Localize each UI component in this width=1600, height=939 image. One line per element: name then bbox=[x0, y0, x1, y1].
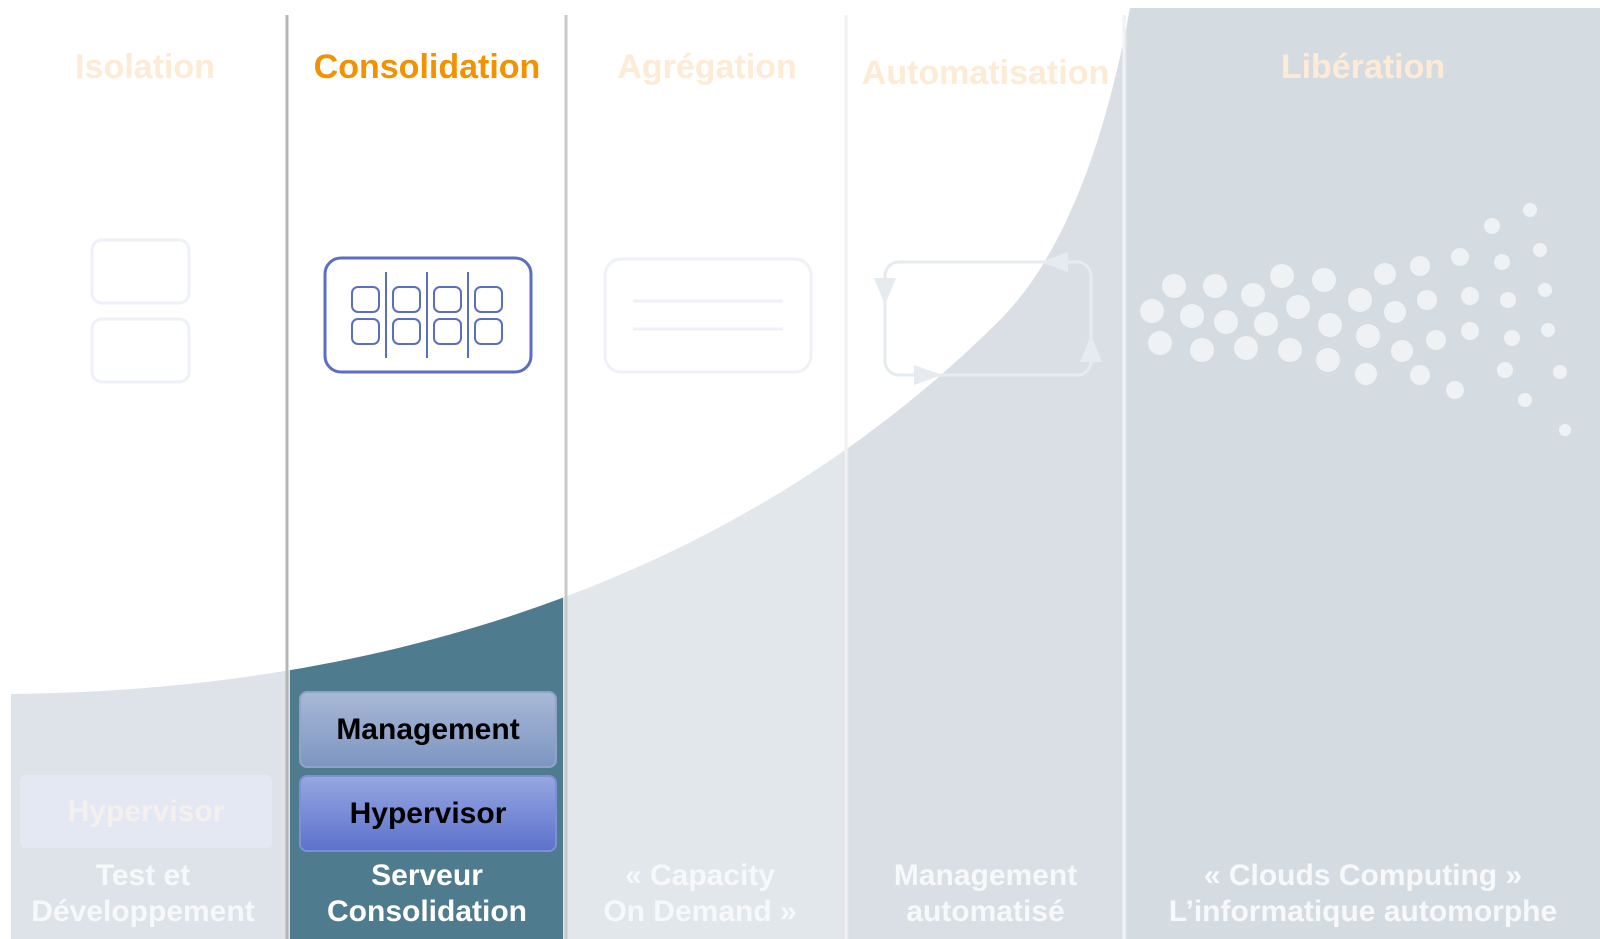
stage-title-isolation: Isolation bbox=[75, 48, 215, 86]
caption-line: automatisé bbox=[906, 895, 1065, 928]
caption-line: Consolidation bbox=[327, 895, 527, 928]
caption-line: « Capacity bbox=[624, 859, 776, 892]
cloud-dots-icon bbox=[1140, 203, 1571, 436]
hypervisor-layer: Hypervisor bbox=[299, 775, 557, 852]
caption-line: « Clouds Computing » bbox=[1203, 859, 1523, 892]
caption-line: L’informatique automorphe bbox=[1168, 895, 1558, 928]
management-layer: Management bbox=[299, 691, 557, 768]
stage-caption-agregation: « Capacity On Demand » bbox=[565, 858, 835, 930]
caption-line: Développement bbox=[31, 895, 255, 928]
automation-cycle-icon bbox=[874, 252, 1102, 385]
stage-caption-isolation: Test et Développement bbox=[8, 858, 278, 930]
caption-line: Serveur bbox=[371, 859, 483, 892]
hypervisor-layer-faded: Hypervisor bbox=[20, 775, 272, 848]
stage-caption-consolidation: Serveur Consolidation bbox=[292, 858, 562, 930]
stacked-servers-icon bbox=[90, 238, 191, 384]
stage-title-liberation: Libération bbox=[1280, 48, 1446, 86]
stage-caption-liberation: « Clouds Computing » L’informatique auto… bbox=[1128, 858, 1598, 930]
stage-title-consolidation: Consolidation bbox=[313, 48, 541, 86]
stage-title-agregation: Agrégation bbox=[617, 48, 797, 86]
caption-line: Management bbox=[893, 859, 1078, 892]
aggregated-pool-icon bbox=[603, 257, 813, 374]
stage-caption-automatisation: Management automatisé bbox=[848, 858, 1123, 930]
stage-title-automatisation: Automatisation bbox=[861, 54, 1110, 92]
caption-line: Test et bbox=[95, 859, 191, 892]
grid-server-icon bbox=[323, 256, 533, 374]
caption-line: On Demand » bbox=[603, 895, 797, 928]
